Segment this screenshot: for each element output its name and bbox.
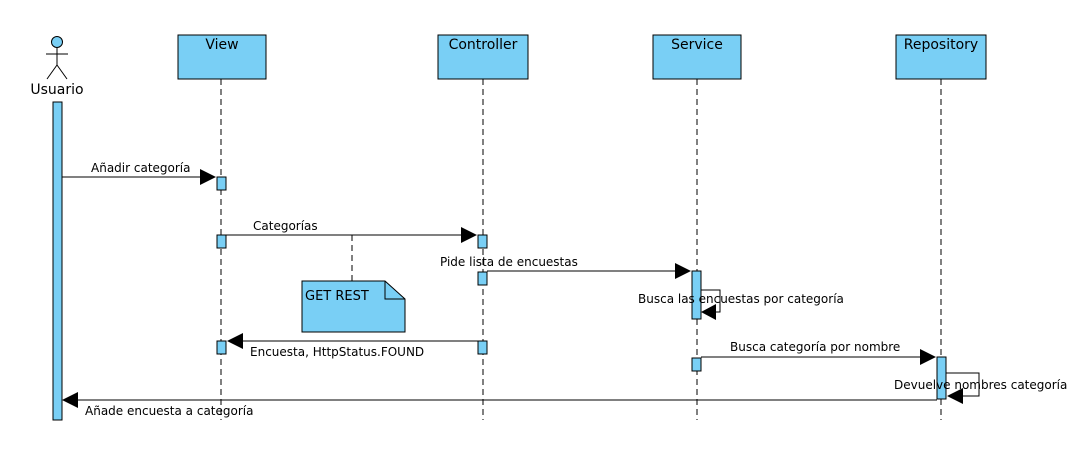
- participant-view: View: [177, 34, 267, 80]
- controller-activation-3: [477, 340, 488, 355]
- arrow-head: [920, 349, 936, 365]
- actor-left-leg: [46, 64, 58, 80]
- message-label: Pide lista de encuestas: [440, 255, 578, 269]
- message-label: Añade encuesta a categoría: [85, 404, 253, 418]
- arrow-head: [227, 333, 243, 349]
- message-label: Añadir categoría: [91, 161, 191, 175]
- participant-controller-box: [437, 34, 529, 80]
- actor-activation-bar: [52, 101, 63, 421]
- message-anade-encuesta: Añade encuesta a categoría: [62, 392, 937, 418]
- participant-view-box: [177, 34, 267, 80]
- self-call-line: [701, 289, 721, 313]
- arrow-head: [701, 304, 716, 320]
- message-devuelve-nombres: Devuelve nombres categorías: [894, 372, 1068, 404]
- message-label: Busca las encuestas por categoría: [638, 292, 844, 306]
- self-call-line: [946, 372, 980, 397]
- service-activation-1: [691, 270, 702, 320]
- actor-head: [51, 36, 63, 48]
- arrow-head: [62, 392, 78, 408]
- service-activation-2: [691, 357, 702, 372]
- participant-repository-box: [895, 34, 987, 80]
- participant-service-box: [652, 34, 742, 80]
- participant-controller-label: Controller: [449, 37, 518, 53]
- message-pide-lista: Pide lista de encuestas: [440, 255, 691, 279]
- view-activation-2: [216, 234, 227, 249]
- participant-repository-label: Repository: [904, 37, 978, 53]
- actor-usuario: Usuario: [30, 36, 84, 421]
- note-get-rest: GET REST: [301, 235, 406, 333]
- arrow-head: [200, 169, 216, 185]
- actor-right-leg: [56, 64, 68, 80]
- note-shape: [301, 280, 406, 333]
- participant-controller: Controller: [437, 34, 529, 80]
- arrow-head: [461, 227, 477, 243]
- message-busca-encuestas: Busca las encuestas por categoría: [638, 289, 844, 320]
- view-activation-1: [216, 176, 227, 191]
- participant-view-label: View: [205, 37, 238, 53]
- arrow-head: [947, 388, 963, 404]
- participant-repository: Repository: [895, 34, 987, 80]
- message-encuesta-found: Encuesta, HttpStatus.FOUND: [227, 333, 478, 359]
- message-label: Categorías: [253, 219, 318, 233]
- message-label: Devuelve nombres categorías: [894, 378, 1068, 392]
- note-fold: [384, 281, 405, 300]
- message-categorias: Categorías: [226, 219, 477, 243]
- participant-service: Service: [652, 34, 742, 80]
- actor-label: Usuario: [30, 82, 83, 98]
- note-label: GET REST: [305, 289, 369, 304]
- arrow-head: [675, 263, 691, 279]
- view-activation-3: [216, 340, 227, 355]
- participant-service-label: Service: [671, 37, 723, 53]
- message-busca-categoria: Busca categoría por nombre: [701, 340, 936, 365]
- repository-activation-1: [936, 356, 947, 400]
- message-anadir-categoria: Añadir categoría: [62, 161, 216, 185]
- controller-activation-1: [477, 234, 488, 249]
- message-label: Busca categoría por nombre: [730, 340, 900, 354]
- message-label: Encuesta, HttpStatus.FOUND: [250, 345, 424, 359]
- controller-activation-2: [477, 271, 488, 286]
